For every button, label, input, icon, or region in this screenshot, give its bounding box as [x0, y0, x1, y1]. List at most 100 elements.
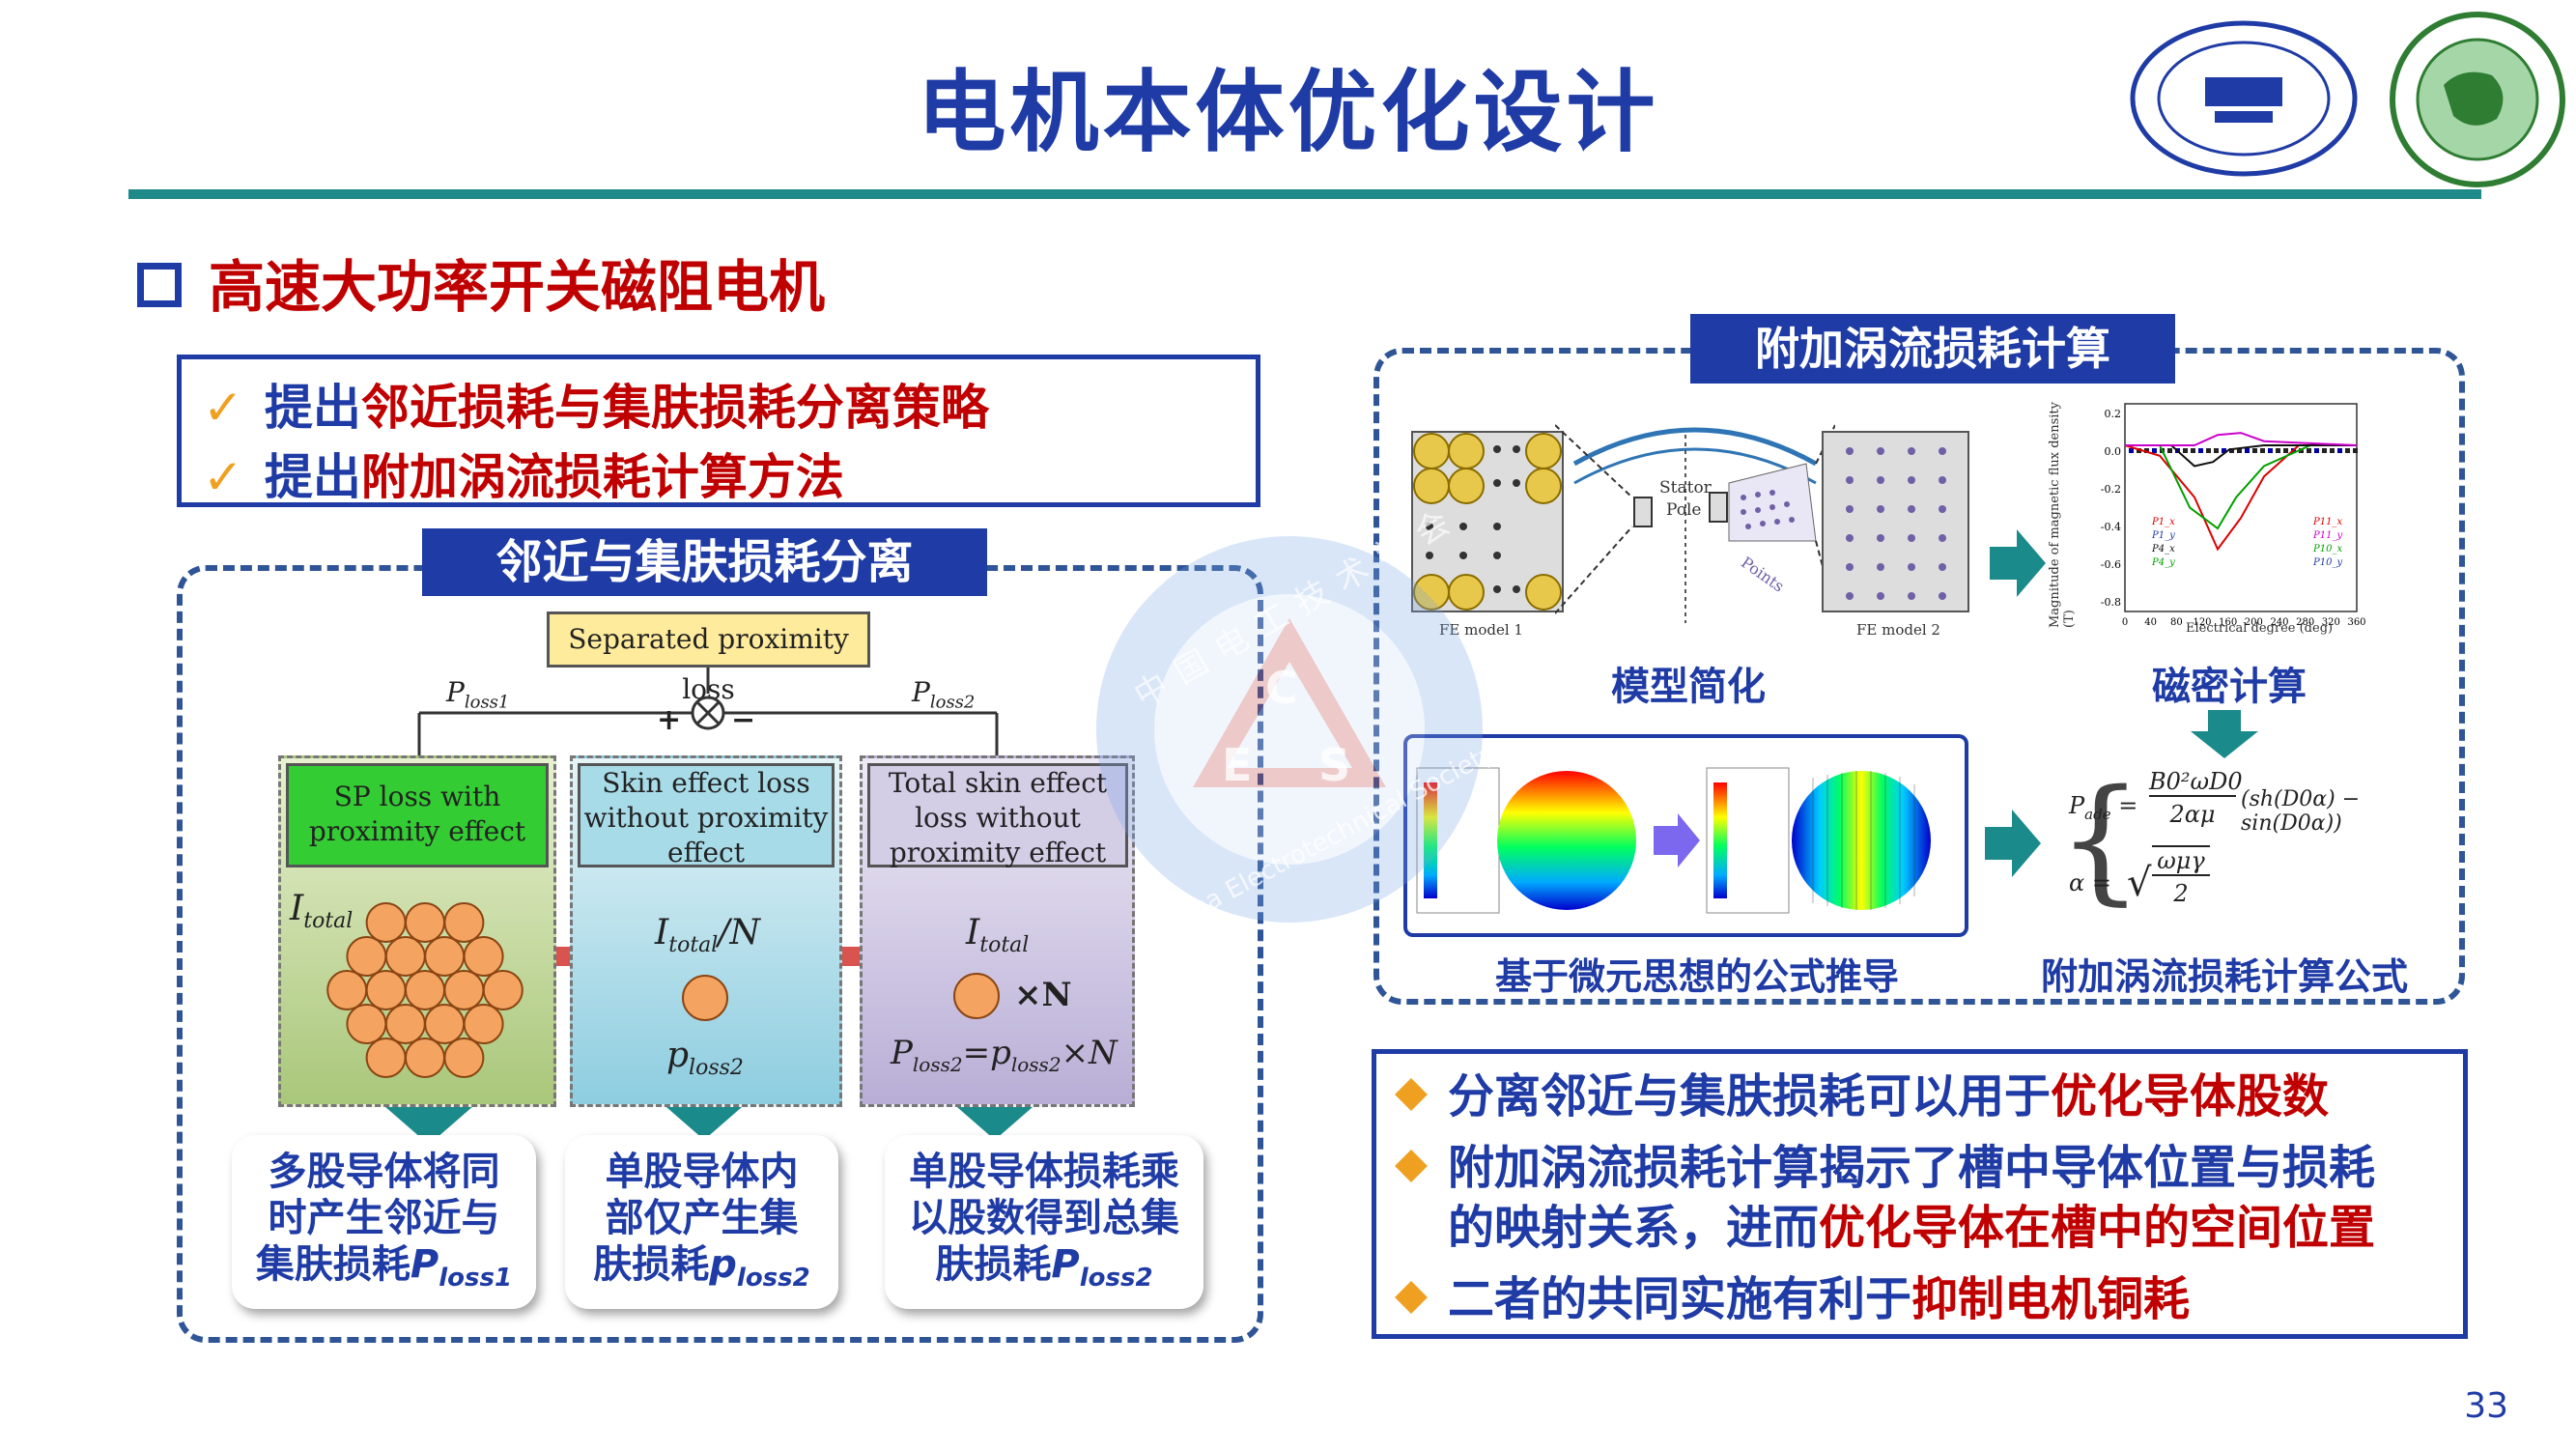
- label-formula: 附加涡流损耗计算公式: [2041, 955, 2409, 998]
- fe-point: [1908, 505, 1915, 513]
- flux-marker: [2337, 448, 2342, 453]
- flux-marker: [2345, 448, 2350, 453]
- minus-sign: −: [731, 703, 756, 737]
- conclusion-item: 附加涡流损耗计算揭示了槽中导体位置与损耗: [1395, 1139, 2375, 1197]
- arrow-down-icon: [2191, 710, 2258, 758]
- flux-marker: [2252, 448, 2257, 453]
- flux-marker: [2237, 448, 2242, 453]
- flux-marker: [2129, 448, 2134, 453]
- fe-point: [1846, 563, 1854, 571]
- fe-point: [1939, 476, 1946, 484]
- flux-marker: [2183, 448, 2188, 453]
- fe-point: [1846, 447, 1854, 455]
- square-bullet-icon: [137, 262, 182, 307]
- diamond-bullet-icon: [1395, 1281, 1428, 1314]
- key-points-panel: ✓提出邻近损耗与集肤损耗分离策略 ✓提出附加涡流损耗计算方法: [177, 355, 1260, 507]
- flux-marker: [2353, 448, 2358, 453]
- fe-point: [1939, 534, 1946, 542]
- plus-sign: +: [657, 703, 682, 737]
- column1-header: SP loss with proximity effect: [286, 763, 549, 867]
- flux-series-line: [2125, 444, 2357, 530]
- flux-xtick: 360: [2347, 617, 2365, 628]
- diamond-bullet-icon: [1395, 1078, 1428, 1111]
- single-conductor: [682, 975, 728, 1021]
- fe-point: [1877, 592, 1884, 600]
- university-logo: [2123, 19, 2364, 179]
- flux-series-line: [2125, 432, 2358, 446]
- flux-ytick: 0.0: [2105, 445, 2122, 458]
- flux-marker: [2191, 448, 2195, 453]
- strand-conductor: [346, 936, 387, 977]
- flux-marker: [2198, 448, 2203, 453]
- flux-marker: [2214, 448, 2219, 453]
- flux-marker: [2330, 448, 2335, 453]
- strand-conductor: [443, 970, 485, 1010]
- fe-point: [1939, 563, 1946, 571]
- flux-xtick: 240: [2270, 617, 2288, 628]
- column2-loss-label: ploss2: [666, 1036, 744, 1081]
- fe-point: [1908, 592, 1915, 600]
- single-conductor: [953, 973, 1000, 1019]
- stator-pole-sketch: [1555, 424, 1835, 623]
- strand-conductor: [405, 970, 445, 1010]
- fe-model-1-figure: [1411, 431, 1564, 612]
- flux-xtick: 320: [2322, 617, 2340, 628]
- check-icon: ✓: [203, 449, 243, 505]
- flux-marker: [2144, 448, 2149, 453]
- strand-conductor: [482, 970, 524, 1010]
- fe-point: [1939, 592, 1946, 600]
- fe-point: [1877, 476, 1884, 484]
- flux-ytick: -0.6: [2101, 558, 2121, 571]
- fe-point: [1908, 534, 1915, 542]
- watermark-letter: E: [1222, 739, 1253, 791]
- column3-equation: Ploss2=ploss2×N: [891, 1034, 1118, 1076]
- society-watermark: [1096, 536, 1483, 923]
- page-title: 电机本体优化设计: [917, 61, 1659, 164]
- diamond-bullet-icon: [1395, 1150, 1428, 1182]
- flux-xtick: 40: [2144, 617, 2157, 628]
- strand-conductor: [463, 1004, 504, 1044]
- flux-marker: [2206, 448, 2211, 453]
- flux-legend-entry: P1_x: [2151, 517, 2175, 527]
- column2-current-label: Itotal/N: [655, 913, 760, 958]
- label-derivation: 基于微元思想的公式推导: [1495, 955, 1900, 998]
- watermark-letter: C: [1265, 662, 1298, 714]
- caption-total-skin: 单股导体损耗乘 以股数得到总集 肤损耗Ploss2: [885, 1135, 1203, 1309]
- conclusion-panel: 分离邻近与集肤损耗可以用于优化导体股数 附加涡流损耗计算揭示了槽中导体位置与损耗…: [1372, 1049, 2468, 1339]
- watermark-letter: S: [1318, 739, 1351, 791]
- fe-model-1-label: FE model 1: [1439, 621, 1523, 639]
- fe-point: [1877, 534, 1884, 542]
- fe-point: [1908, 563, 1915, 571]
- strand-conductor: [365, 1038, 407, 1078]
- column1-current-label: Itotal: [290, 889, 354, 934]
- fe-point: [1939, 447, 1946, 455]
- strand-conductor: [346, 1004, 387, 1044]
- flux-ytick: -0.2: [2101, 483, 2121, 496]
- strand-conductor: [463, 936, 504, 977]
- section-heading: 高速大功率开关磁阻电机: [137, 242, 825, 323]
- caption-single-strand: 单股导体内 部仅产生集 肤损耗ploss2: [565, 1135, 838, 1309]
- flux-series-line: [2124, 444, 2357, 552]
- fe-point: [1846, 476, 1854, 484]
- strand-conductor: [365, 970, 407, 1010]
- flux-ytick: 0.2: [2105, 408, 2122, 420]
- label-model-simplify: 模型简化: [1611, 665, 1766, 709]
- fe-point: [1939, 505, 1946, 513]
- column3-current-label: Itotal: [966, 913, 1030, 958]
- conductor-bundle: [326, 902, 524, 1078]
- strand-conductor: [424, 1004, 466, 1044]
- flux-marker: [2222, 448, 2226, 453]
- strand-conductor: [424, 936, 466, 977]
- flux-marker: [2314, 448, 2319, 453]
- field-contour-figure: [1416, 767, 1931, 914]
- caption-multi-strand: 多股导体将同 时产生邻近与 集肤损耗Ploss1: [232, 1135, 536, 1309]
- flux-xtick: 160: [2219, 617, 2237, 628]
- flux-marker: [2137, 448, 2141, 453]
- strand-conductor: [384, 1004, 426, 1044]
- flux-xtick: 80: [2170, 617, 2183, 628]
- check-icon: ✓: [203, 380, 243, 436]
- flux-marker: [2268, 448, 2273, 453]
- flux-xlabel: Electrical degree (deg): [2186, 621, 2334, 636]
- flux-marker: [2167, 448, 2172, 453]
- flux-xtick: 200: [2245, 617, 2263, 628]
